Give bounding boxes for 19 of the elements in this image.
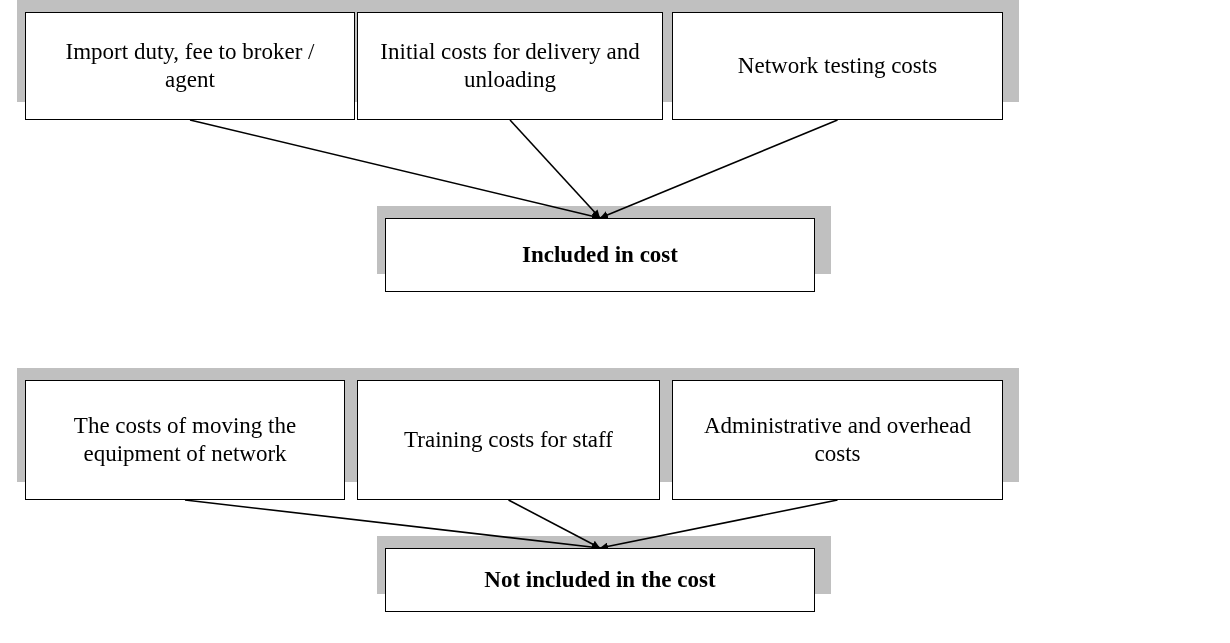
process-box: [25, 12, 355, 120]
process-box: [25, 380, 345, 500]
process-box: [385, 548, 815, 612]
box-label: Training costs for staff: [404, 426, 613, 454]
process-box: [357, 380, 660, 500]
process-box: [357, 12, 663, 120]
box-label: The costs of moving the equipment of network: [72, 412, 298, 468]
box-label: Initial costs for delivery and unloading: [379, 38, 641, 94]
box-label: Administrative and overhead costs: [703, 412, 972, 468]
arrow: [509, 119, 601, 219]
box-label: Network testing costs: [737, 52, 938, 80]
process-box: [672, 380, 1003, 500]
box-label: Import duty, fee to broker / agent: [64, 38, 316, 94]
process-box: [672, 12, 1003, 120]
process-box: [385, 218, 815, 292]
box-label: Not included in the cost: [484, 566, 716, 594]
arrow: [599, 119, 839, 219]
arrow: [507, 499, 601, 549]
box-label: Included in cost: [522, 241, 678, 269]
